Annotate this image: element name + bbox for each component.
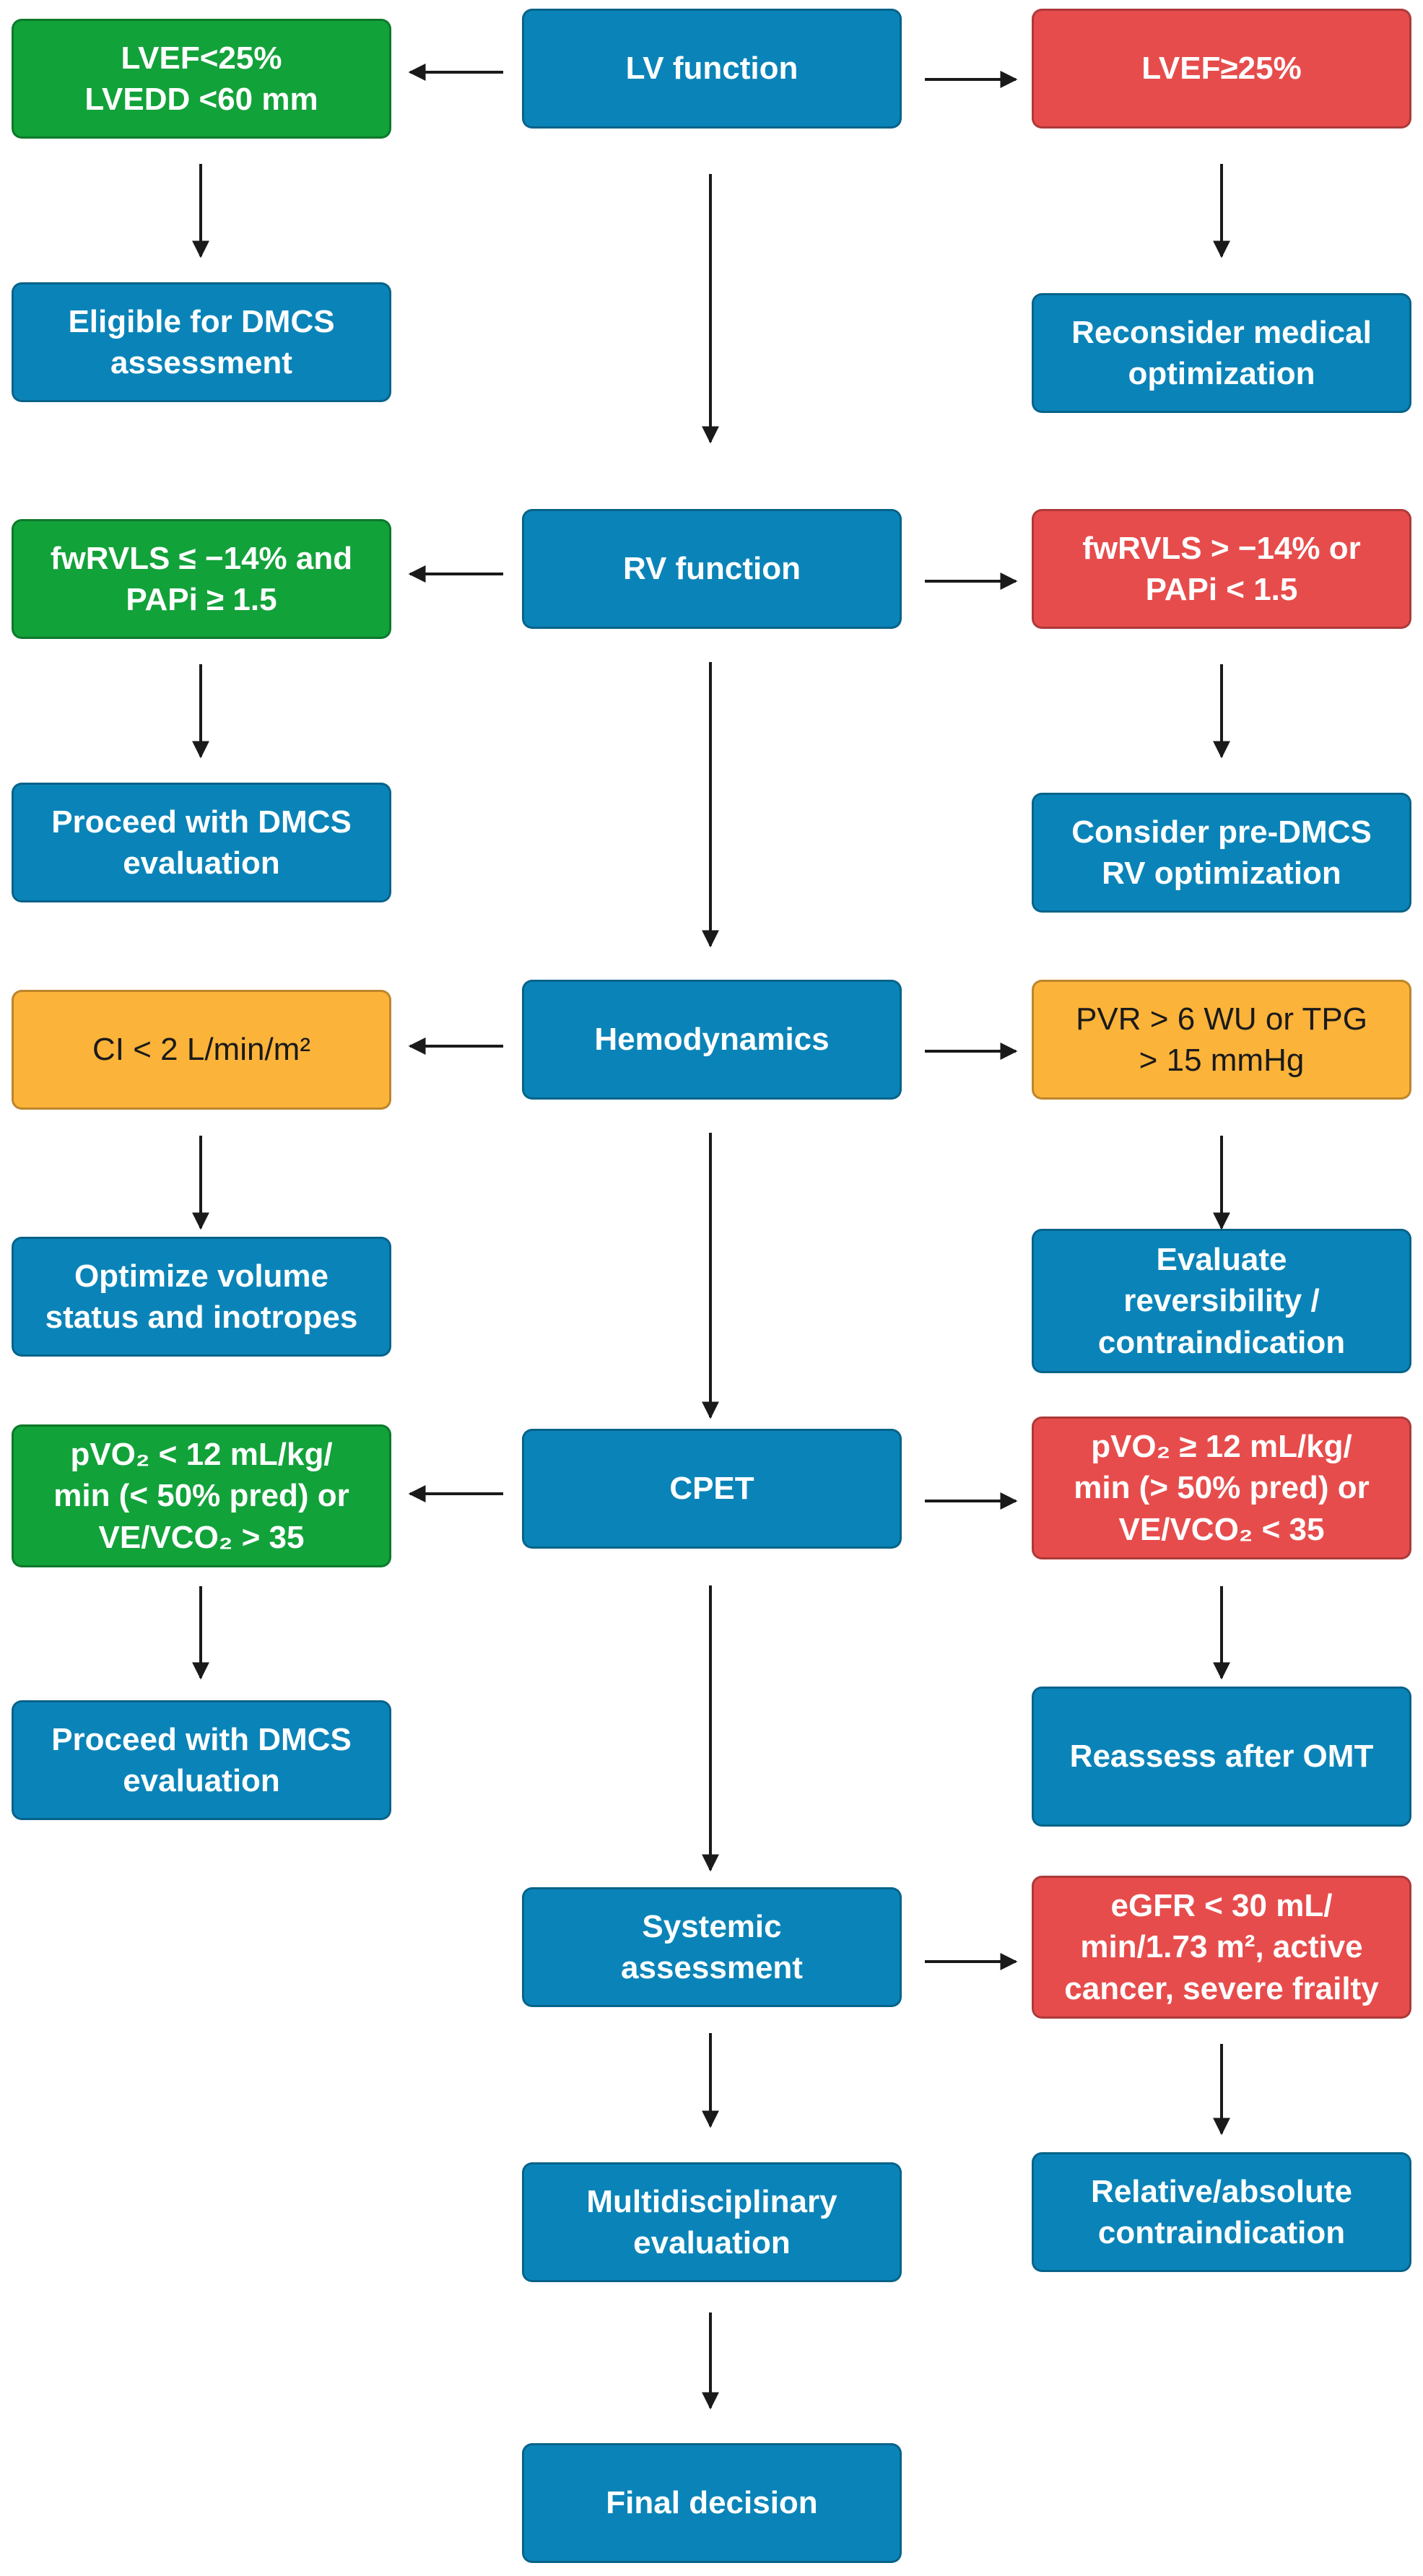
ci-low-box: CI < 2 L/min/m² [12, 990, 391, 1110]
rv-favorable-text: fwRVLS ≤ −14% and PAPi ≥ 1.5 [50, 540, 353, 617]
lvef-low-box: LVEF<25% LVEDD <60 mm [12, 19, 391, 139]
lvef-high-text: LVEF≥25% [1141, 51, 1302, 87]
pvo2-low-text: pVO₂ < 12 mL/kg/ min (< 50% pred) or VE/… [53, 1437, 349, 1555]
lvef-low-text: LVEF<25% LVEDD <60 mm [84, 40, 318, 117]
systemic-assessment-text: Systemic assessment [621, 1908, 803, 1985]
egfr-box: eGFR < 30 mL/ min/1.73 m², active cancer… [1032, 1876, 1411, 2019]
rv-function-text: RV function [622, 551, 801, 587]
final-decision-text: Final decision [606, 2485, 818, 2521]
lvef-high-box: LVEF≥25% [1032, 9, 1411, 129]
final-decision-box: Final decision [522, 2443, 902, 2563]
rv-favorable-box: fwRVLS ≤ −14% and PAPi ≥ 1.5 [12, 519, 391, 639]
ci-low-text: CI < 2 L/min/m² [92, 1032, 310, 1068]
pre-dmcs-rv-box: Consider pre-DMCS RV optimization [1032, 793, 1411, 913]
multidisciplinary-text: Multidisciplinary evaluation [586, 2183, 837, 2260]
cpet-box: CPET [522, 1429, 902, 1549]
pvr-high-box: PVR > 6 WU or TPG > 15 mmHg [1032, 980, 1411, 1100]
reassess-omt-box: Reassess after OMT [1032, 1687, 1411, 1827]
egfr-text: eGFR < 30 mL/ min/1.73 m², active cancer… [1064, 1888, 1379, 2006]
eligible-dmcs-text: Eligible for DMCS assessment [68, 303, 335, 380]
pvr-high-text: PVR > 6 WU or TPG > 15 mmHg [1076, 1001, 1367, 1078]
pre-dmcs-rv-text: Consider pre-DMCS RV optimization [1071, 814, 1372, 891]
reassess-omt-text: Reassess after OMT [1069, 1739, 1374, 1775]
multidisciplinary-box: Multidisciplinary evaluation [522, 2162, 902, 2282]
contraindication-text: Relative/absolute contraindication [1091, 2173, 1352, 2250]
contraindication-box: Relative/absolute contraindication [1032, 2152, 1411, 2272]
cpet-text: CPET [669, 1471, 754, 1507]
reconsider-medical-text: Reconsider medical optimization [1071, 314, 1372, 391]
proceed-dmcs-text-2: Proceed with DMCS evaluation [51, 1721, 352, 1798]
lv-function-text: LV function [625, 51, 798, 87]
lv-function-box: LV function [522, 9, 902, 129]
rv-function-box: RV function [522, 509, 902, 629]
hemodynamics-text: Hemodynamics [594, 1022, 830, 1058]
evaluate-reversibility-text: Evaluate reversibility / contraindicatio… [1097, 1242, 1346, 1360]
pvo2-high-box: pVO₂ ≥ 12 mL/kg/ min (> 50% pred) or VE/… [1032, 1417, 1411, 1559]
proceed-dmcs-box-1: Proceed with DMCS evaluation [12, 783, 391, 902]
evaluate-reversibility-box: Evaluate reversibility / contraindicatio… [1032, 1229, 1411, 1373]
reconsider-medical-box: Reconsider medical optimization [1032, 293, 1411, 413]
rv-unfavorable-box: fwRVLS > −14% or PAPi < 1.5 [1032, 509, 1411, 629]
eligible-dmcs-box: Eligible for DMCS assessment [12, 282, 391, 402]
pvo2-high-text: pVO₂ ≥ 12 mL/kg/ min (> 50% pred) or VE/… [1074, 1429, 1370, 1547]
pvo2-low-box: pVO₂ < 12 mL/kg/ min (< 50% pred) or VE/… [12, 1424, 391, 1567]
rv-unfavorable-text: fwRVLS > −14% or PAPi < 1.5 [1082, 530, 1361, 607]
proceed-dmcs-box-2: Proceed with DMCS evaluation [12, 1700, 391, 1820]
hemodynamics-box: Hemodynamics [522, 980, 902, 1100]
optimize-volume-text: Optimize volume status and inotropes [45, 1258, 358, 1335]
optimize-volume-box: Optimize volume status and inotropes [12, 1237, 391, 1357]
systemic-assessment-box: Systemic assessment [522, 1887, 902, 2007]
proceed-dmcs-text-1: Proceed with DMCS evaluation [51, 804, 352, 881]
